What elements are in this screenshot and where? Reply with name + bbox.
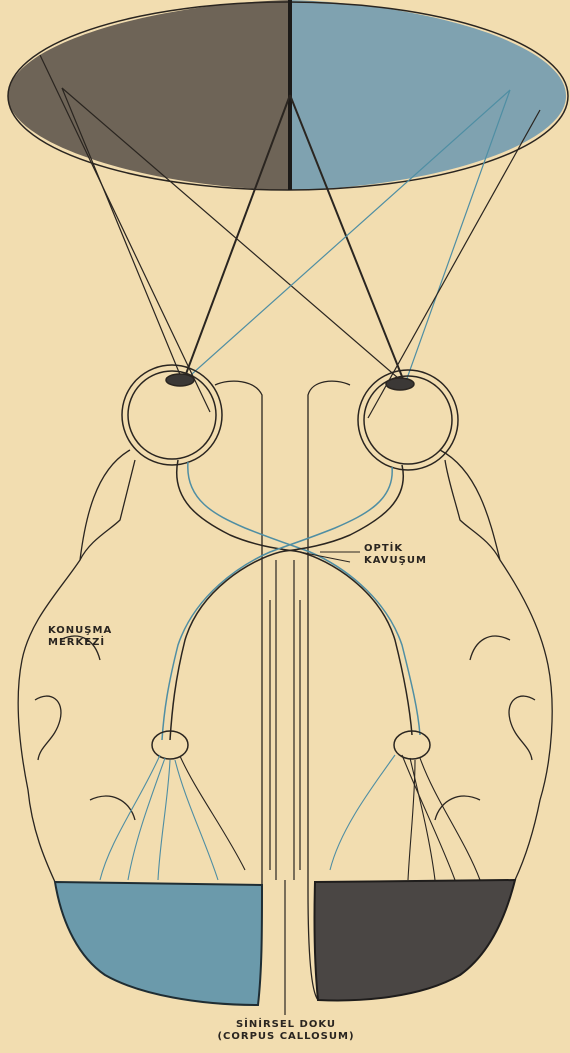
right-eye [358, 370, 458, 470]
optic-chiasm-line-1: OPTİK [364, 543, 427, 555]
optic-pathways [162, 460, 420, 740]
corpus-callosum-strip [270, 560, 300, 1015]
corpus-callosum-line-2: (CORPUS CALLOSUM) [208, 1031, 364, 1043]
right-geniculate-body [394, 731, 430, 759]
speech-center-label: KONUŞMA MERKEZİ [48, 625, 112, 649]
speech-center-line-1: KONUŞMA [48, 625, 112, 637]
right-occipital-region [314, 880, 515, 1000]
corpus-callosum-line-1: SİNİRSEL DOKU [208, 1019, 364, 1031]
left-visual-field [8, 0, 290, 190]
optic-chiasm-line-2: KAVUŞUM [364, 555, 427, 567]
right-visual-field [290, 0, 566, 190]
left-eye [122, 365, 222, 465]
optic-chiasm-label: OPTİK KAVUŞUM [364, 543, 427, 567]
speech-center-line-2: MERKEZİ [48, 637, 112, 649]
corpus-callosum-label: SİNİRSEL DOKU (CORPUS CALLOSUM) [208, 1019, 364, 1043]
left-occipital-region [55, 882, 262, 1005]
optic-radiations [100, 755, 480, 880]
